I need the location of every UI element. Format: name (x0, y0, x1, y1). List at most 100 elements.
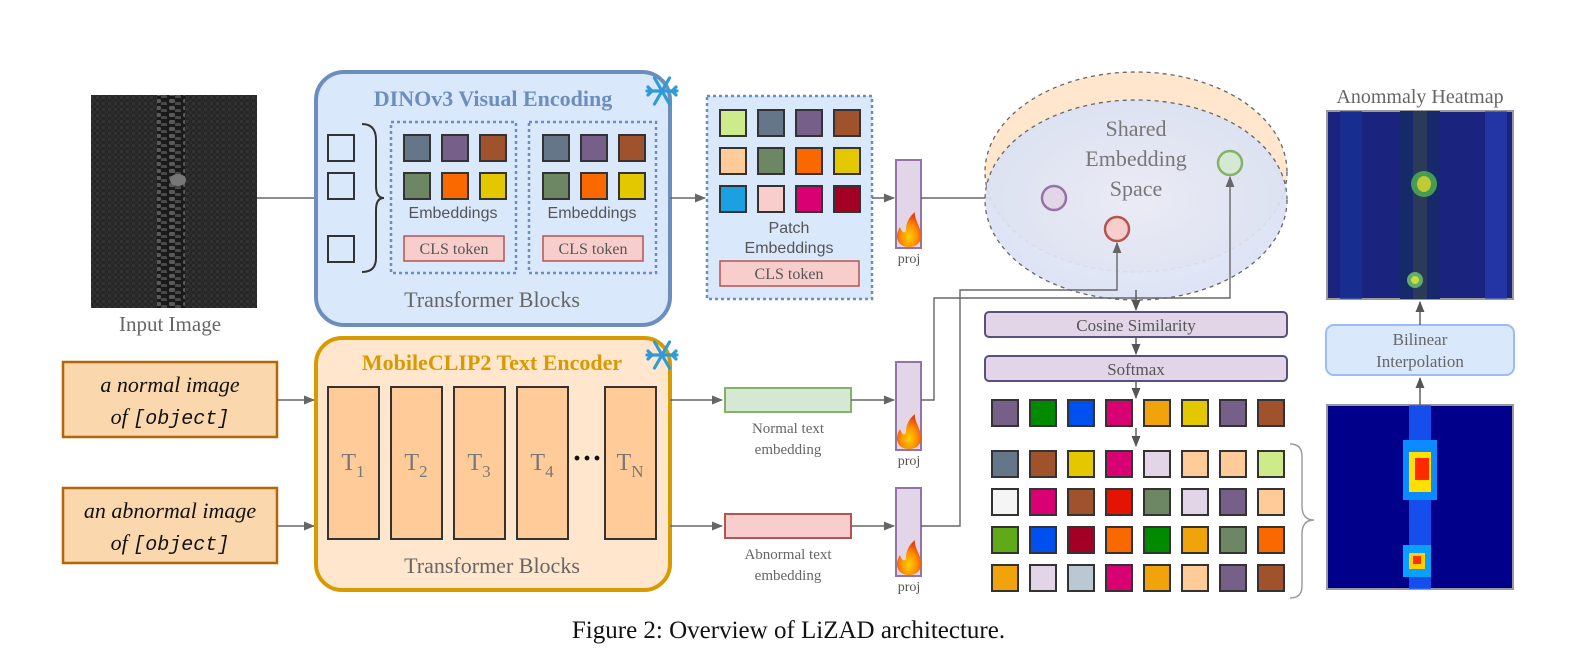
score-token (1105, 564, 1133, 592)
score-token (1029, 564, 1057, 592)
normal-prompt-box (61, 360, 279, 439)
embedding-token (580, 172, 608, 200)
normal-text-embedding (724, 387, 852, 413)
score-token (991, 564, 1019, 592)
flame-icon (897, 414, 921, 449)
softmax-token (1029, 399, 1057, 427)
normal-prompt-line1: a normal image (100, 372, 240, 397)
abnormal-prompt-line1: an abnormal image (84, 498, 257, 523)
normal-prompt-line2: of [object] (111, 404, 230, 431)
patch-label-line1: Patch (769, 220, 810, 237)
shared-space-line2: Embedding (1085, 146, 1186, 171)
text-encoder-blocks-label: Transformer Blocks (404, 553, 580, 578)
image-embedding-point (1040, 184, 1068, 212)
cls-token-label: CLS token (420, 241, 489, 258)
embedding-token (618, 172, 646, 200)
dino-title: DINOv3 Visual Encoding (374, 86, 612, 111)
softmax-token (1219, 399, 1247, 427)
embedding-token-grid (542, 134, 646, 200)
normal-to-space-connector (921, 175, 1235, 401)
abnormal-embedding-label-line1: Abnormal text (744, 547, 832, 563)
score-token (1257, 564, 1285, 592)
score-token (1257, 488, 1285, 516)
anomaly-heatmap-output (1326, 110, 1514, 300)
bilinear-label-line2: Interpolation (1376, 352, 1464, 371)
embedding-token (542, 172, 570, 200)
svg-text:T3: T3 (467, 450, 490, 481)
embedding-token (479, 172, 507, 200)
input-patch-token (327, 172, 355, 200)
cls-token (542, 235, 644, 262)
score-token (991, 526, 1019, 554)
patch-token (795, 185, 823, 213)
block-ellipsis: ··· (572, 442, 602, 475)
transformer-block-t3: T3 (453, 386, 506, 540)
input-image (91, 95, 257, 308)
score-token (1257, 526, 1285, 554)
softmax-token (1143, 399, 1171, 427)
patch-token (757, 147, 785, 175)
shared-embedding-space (984, 99, 1288, 301)
patch-token (795, 147, 823, 175)
score-token (1105, 488, 1133, 516)
figure-caption: Figure 2: Overview of LiZAD architecture… (571, 617, 1006, 644)
score-token (1143, 488, 1171, 516)
score-token (1181, 564, 1209, 592)
score-token (1105, 526, 1133, 554)
proj-label: proj (898, 252, 921, 267)
shared-space-line3: Space (1110, 176, 1163, 201)
softmax-token (1181, 399, 1209, 427)
patch-token (719, 109, 747, 137)
embedding-token (441, 134, 469, 162)
curly-brace (361, 123, 385, 273)
embedding-token (441, 172, 469, 200)
score-grid-brace (1289, 443, 1315, 599)
projection-layer (895, 361, 922, 451)
score-token (1067, 564, 1095, 592)
patch-token (757, 109, 785, 137)
input-patch-token (327, 134, 355, 162)
abnormal-prompt-line2: of [object] (111, 530, 230, 557)
score-token (1219, 564, 1247, 592)
transformer-block-t1: T1 (327, 386, 380, 540)
transformer-block-tn: TN (604, 386, 657, 540)
abnormal-embedding-point (1103, 215, 1131, 243)
cls-token (403, 235, 505, 262)
projection-layer (895, 159, 922, 249)
svg-text:TN: TN (617, 450, 644, 481)
score-token (991, 488, 1019, 516)
bilinear-label-line1: Bilinear (1393, 330, 1448, 349)
score-token (1067, 450, 1095, 478)
softmax-token (1067, 399, 1095, 427)
input-patch-token (327, 235, 355, 263)
softmax-token (991, 399, 1019, 427)
patch-token (833, 109, 861, 137)
softmax-token (1257, 399, 1285, 427)
embedding-token (618, 134, 646, 162)
score-token (1143, 564, 1171, 592)
softmax-token-row (991, 399, 1285, 427)
score-token (1181, 450, 1209, 478)
flame-icon (897, 212, 921, 247)
svg-text:T2: T2 (404, 450, 427, 481)
patch-token-grid (719, 109, 861, 213)
snowflake-icon (645, 76, 679, 106)
patch-token (833, 185, 861, 213)
score-token (1105, 450, 1133, 478)
proj-label: proj (898, 454, 921, 469)
score-token (1219, 526, 1247, 554)
input-image-label: Input Image (119, 312, 221, 336)
embeddings-label: Embeddings (548, 205, 637, 222)
snowflake-icon (645, 340, 679, 370)
embedding-token (542, 134, 570, 162)
score-token (1181, 526, 1209, 554)
embedding-token (580, 134, 608, 162)
score-token (991, 450, 1019, 478)
normal-embedding-label-line1: Normal text (752, 421, 825, 437)
abnormal-prompt-box (61, 486, 279, 565)
cls-token-label: CLS token (559, 241, 628, 258)
low-resolution-heatmap (1326, 404, 1514, 590)
normal-embedding-label-line2: embedding (755, 442, 822, 458)
svg-text:T1: T1 (341, 450, 364, 481)
